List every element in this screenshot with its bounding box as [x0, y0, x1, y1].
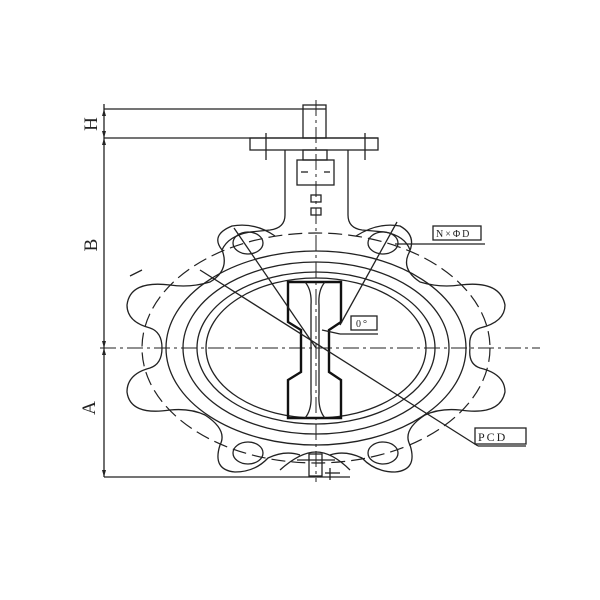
body-ring-outer	[165, 250, 467, 446]
pcd-label: PCD	[478, 430, 507, 444]
bolt-holes-label: N×ΦD	[436, 229, 471, 240]
bolt-holes	[232, 231, 399, 465]
dimension-b-label: B	[81, 239, 102, 252]
angle-label: 0°	[356, 319, 369, 330]
stem-and-flange	[221, 104, 411, 251]
dimension-a-label: A	[79, 401, 100, 415]
bolt-holes-callout: N×ΦD	[432, 225, 482, 241]
pcd-circle	[141, 232, 491, 464]
seat-ring	[182, 261, 450, 435]
seat-inner-ring	[196, 271, 436, 425]
valve-disc	[286, 280, 343, 420]
pcd-callout: PCD	[474, 427, 527, 447]
leader-lines	[129, 221, 485, 447]
valve-body-outline	[126, 224, 506, 473]
angle-callout: 0°	[350, 315, 378, 331]
bottom-boss	[279, 451, 351, 480]
dimension-h-label: H	[81, 117, 102, 131]
